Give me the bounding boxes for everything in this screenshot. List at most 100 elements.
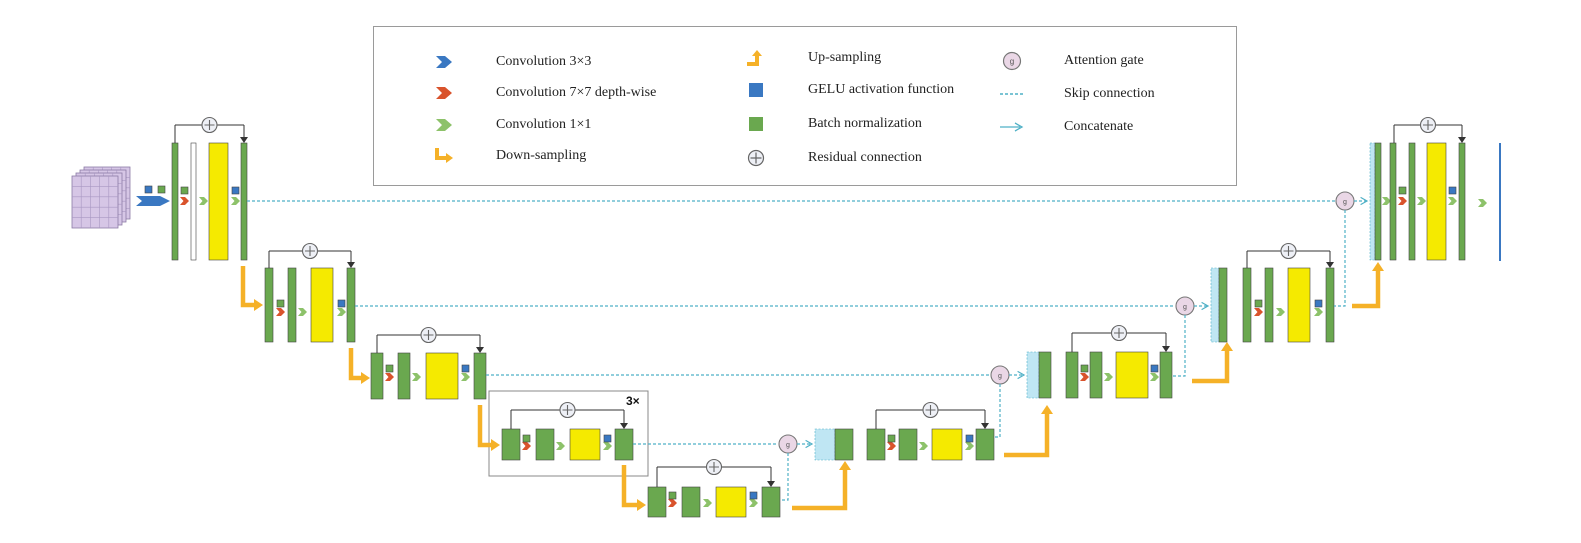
attention-gate-glyph: g <box>786 442 790 449</box>
up-sampling-arrowhead <box>839 461 851 470</box>
feature-map <box>264 267 274 343</box>
residual-arrowhead <box>476 347 484 353</box>
conv1-chevron <box>1314 308 1323 316</box>
feature-map <box>761 486 781 518</box>
concat-feature-map <box>1210 267 1220 343</box>
legend-item-bn: Batch normalization <box>744 114 922 134</box>
feature-map <box>1038 351 1052 399</box>
gelu-marker <box>1314 299 1323 308</box>
concat-arrowhead <box>1360 196 1369 206</box>
feature-map <box>1389 142 1397 261</box>
legend-label: Convolution 1×1 <box>496 117 592 132</box>
feature-map <box>370 352 384 400</box>
conv7-chevron <box>1080 373 1089 381</box>
feature-map <box>647 486 667 518</box>
up-sampling-arrow-icon <box>744 48 768 68</box>
legend-label: Convolution 3×3 <box>496 54 592 69</box>
residual-arrowhead <box>1326 262 1334 268</box>
feature-map <box>287 267 297 343</box>
legend-item-down: Down-sampling <box>432 146 586 166</box>
legend-item-up: Up-sampling <box>744 48 881 68</box>
feature-map <box>614 428 634 461</box>
conv1-chevron <box>231 197 240 205</box>
residual-add-icon <box>1114 328 1124 338</box>
up-sampling-arrowhead <box>1372 262 1384 271</box>
down-sampling-arrowhead <box>361 372 370 384</box>
skip-connection-line <box>994 384 1001 438</box>
residual-arrowhead <box>767 481 775 487</box>
concat-arrowhead <box>1201 301 1210 311</box>
feature-map <box>1218 267 1228 343</box>
conv7-chevron-icon <box>432 83 456 103</box>
feature-map <box>1458 142 1466 261</box>
down-sampling-arrowhead <box>254 299 263 311</box>
conv1-chevron-icon <box>432 115 456 135</box>
concat-feature-map <box>1026 351 1040 399</box>
feature-map <box>535 428 555 461</box>
down-sampling-arrowhead <box>491 439 500 451</box>
concat-feature-map <box>1369 142 1376 261</box>
feature-map-empty <box>190 142 197 261</box>
attention-gate-glyph: g <box>998 373 1002 380</box>
gelu-marker <box>749 491 758 500</box>
conv1-chevron <box>1448 197 1457 205</box>
feature-map <box>1065 351 1079 399</box>
up-sampling-arrow <box>1004 413 1050 458</box>
gelu-marker <box>1150 364 1159 373</box>
feature-map <box>240 142 248 261</box>
legend-label: Batch normalization <box>808 116 922 131</box>
residual-add-icon <box>1283 246 1294 256</box>
residual-arrowhead <box>347 262 355 268</box>
gelu-marker <box>603 434 612 443</box>
repeat-count-label: 3× <box>626 394 640 408</box>
legend-item-conv3: Convolution 3×3 <box>432 52 591 72</box>
feature-map <box>1325 267 1335 343</box>
output-conv1-chevron <box>1478 199 1487 207</box>
feature-map <box>834 428 854 461</box>
up-sampling-arrow <box>1192 350 1230 384</box>
up-sampling-arrowhead <box>1221 342 1233 351</box>
down-sampling-arrowhead <box>637 499 646 511</box>
feature-map <box>171 142 179 261</box>
attention-gate-glyph: g <box>1343 199 1347 206</box>
conv1-chevron <box>461 373 470 381</box>
conv1-chevron <box>749 499 758 507</box>
feature-map <box>975 428 995 461</box>
input-conv3-chevron <box>136 196 170 206</box>
residual-arrowhead <box>1162 346 1170 352</box>
batch-norm-marker <box>887 434 896 443</box>
conv7-chevron <box>1254 308 1263 316</box>
conv7-chevron <box>385 373 394 381</box>
down-sampling-arrow <box>621 465 639 508</box>
feature-map-yellow <box>715 486 747 518</box>
residual-add-icon <box>423 330 434 340</box>
gelu-marker <box>337 299 346 308</box>
conv1-chevron <box>1276 308 1285 316</box>
feature-map <box>1264 267 1274 343</box>
down-sampling-arrow <box>240 266 256 308</box>
feature-map <box>473 352 487 400</box>
feature-map-yellow <box>931 428 963 461</box>
conv1-chevron <box>1104 373 1113 381</box>
batch-norm-marker <box>180 186 189 195</box>
legend-label: Skip connection <box>1064 86 1155 101</box>
feature-map-yellow <box>1115 351 1149 399</box>
legend-item-skip: Skip connection <box>1000 84 1155 104</box>
gelu-marker <box>231 186 240 195</box>
gelu-marker <box>965 434 974 443</box>
legend-item-attention: g Attention gate <box>1000 51 1144 71</box>
legend-label: GELU activation function <box>808 82 955 97</box>
residual-arrowhead <box>240 137 248 143</box>
residual-arrowhead <box>981 423 989 429</box>
conv1-chevron <box>556 442 565 450</box>
down-sampling-arrow <box>477 405 493 448</box>
legend-label: Down-sampling <box>496 148 587 163</box>
up-sampling-arrow <box>792 469 848 511</box>
dotted-line-icon <box>1000 84 1024 104</box>
feature-map-yellow <box>1287 267 1311 343</box>
up-sampling-arrow <box>1352 270 1381 309</box>
residual-add-icon <box>709 462 719 472</box>
circle-plus-icon <box>744 148 768 168</box>
conv1-chevron <box>919 442 928 450</box>
